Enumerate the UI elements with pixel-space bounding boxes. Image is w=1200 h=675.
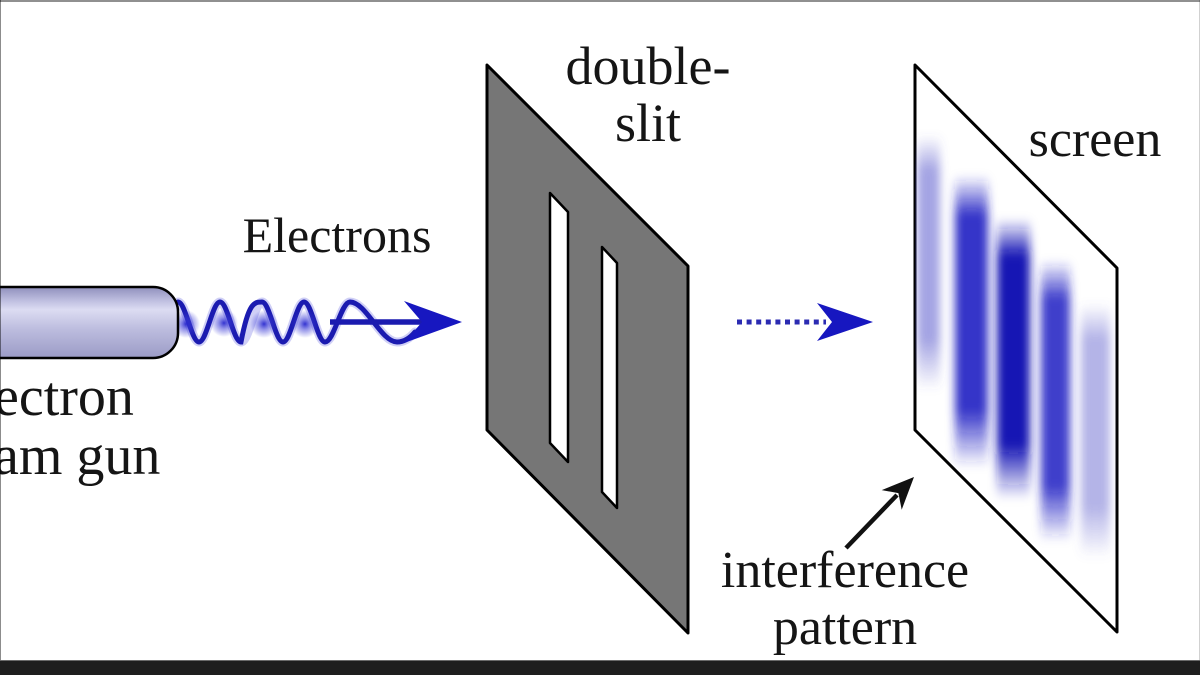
interference-stripe xyxy=(917,135,940,390)
electron-beam-gun-label: ectron am gun xyxy=(0,368,224,486)
left-edge-line xyxy=(0,0,1,675)
interference-pointer-head xyxy=(881,477,914,510)
gun-label-line1: ectron xyxy=(0,366,134,428)
double-slit-label: double- slit xyxy=(553,38,743,152)
electron-dot xyxy=(291,310,319,338)
interference-label-line2: pattern xyxy=(772,599,918,656)
gun-label-line2: am gun xyxy=(0,425,161,487)
interference-stripe xyxy=(955,175,988,468)
bottom-frame-bar xyxy=(0,660,1200,675)
top-edge-line xyxy=(0,0,1200,2)
interference-stripe xyxy=(1041,260,1070,542)
interference-pattern-label: interference pattern xyxy=(697,542,993,656)
slit-left xyxy=(548,191,570,464)
double-slit-barrier xyxy=(485,63,690,635)
wave-arrow-head xyxy=(404,301,462,343)
interference-stripe xyxy=(997,218,1030,500)
interference-stripe xyxy=(1081,303,1110,558)
electron-dot xyxy=(250,310,278,338)
interference-pointer-shaft xyxy=(844,493,899,550)
electron-wave xyxy=(175,299,418,345)
interference-stripes xyxy=(917,135,1110,558)
slit-right xyxy=(600,245,619,510)
electron-gun xyxy=(0,285,180,360)
screen-label: screen xyxy=(1028,111,1162,168)
double-slit-label-line2: slit xyxy=(614,93,682,153)
electron-dot xyxy=(210,309,238,337)
electrons-label: Electrons xyxy=(242,207,432,263)
interference-label-line1: interference xyxy=(720,542,970,599)
dotted-arrow-head xyxy=(817,303,873,341)
double-slit-label-line1: double- xyxy=(565,36,731,96)
